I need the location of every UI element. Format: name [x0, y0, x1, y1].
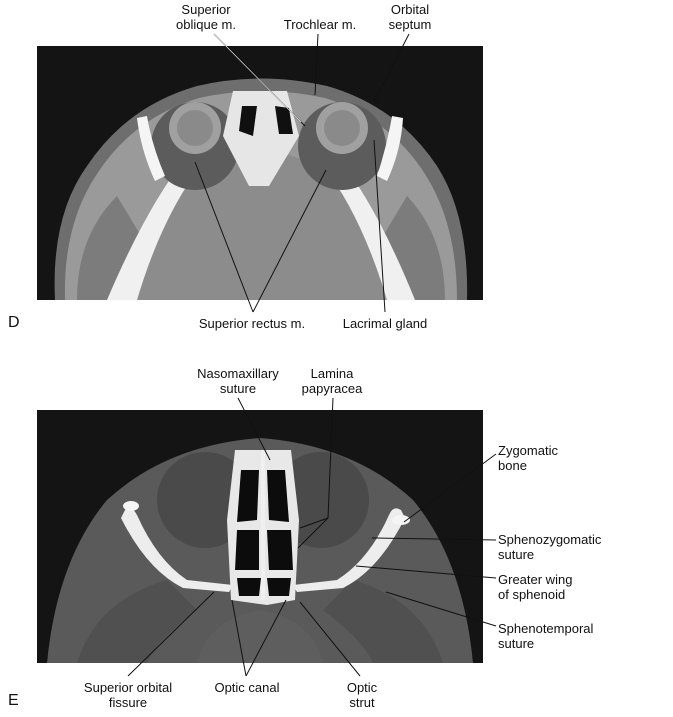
- label-nasomaxillary: Nasomaxillary suture: [197, 366, 279, 396]
- label-trochlear: Trochlear m.: [283, 17, 357, 32]
- label-greater-wing: Greater wing of sphenoid: [498, 572, 573, 602]
- label-sphenozygomatic: Sphenozygomatic suture: [498, 532, 602, 562]
- label-lamina-papyracea: Lamina papyracea: [301, 366, 363, 396]
- panel-letter-e: E: [8, 692, 19, 709]
- ct-image-e: [37, 410, 483, 663]
- label-zygomatic-bone: Zygomatic bone: [498, 443, 558, 473]
- label-superior-orbital-fissure: Superior orbital fissure: [83, 680, 173, 710]
- label-superior-rectus: Superior rectus m.: [198, 316, 306, 331]
- label-sphenotemporal: Sphenotemporal suture: [498, 621, 594, 651]
- label-lacrimal-gland: Lacrimal gland: [342, 316, 428, 331]
- label-optic-strut: Optic strut: [346, 680, 378, 710]
- label-optic-canal: Optic canal: [214, 680, 280, 695]
- panel-letter-d: D: [8, 314, 20, 331]
- ct-image-d: [37, 46, 483, 300]
- label-superior-oblique: Superior oblique m.: [176, 2, 236, 32]
- label-orbital-septum: Orbital septum: [388, 2, 432, 32]
